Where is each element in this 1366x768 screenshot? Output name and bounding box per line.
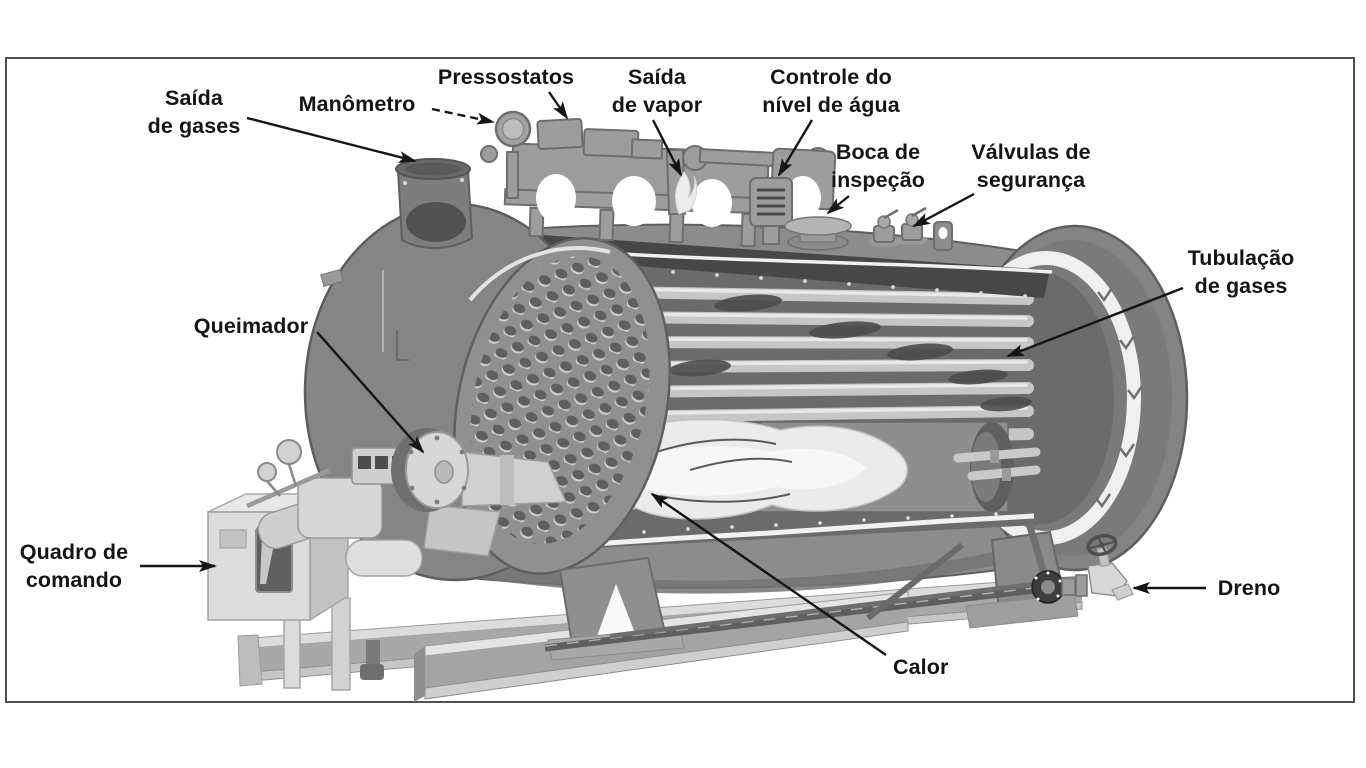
drain-handwheel xyxy=(1086,533,1118,557)
drain-valve xyxy=(1086,533,1134,601)
burner-blower xyxy=(297,477,383,539)
label-boca-de-inspecao: Boca de inspeção xyxy=(830,140,926,192)
arrow-tubulacao-gases xyxy=(1006,286,1184,358)
label-manometro: Manômetro xyxy=(298,92,416,116)
arrow-controle-nivel xyxy=(777,119,814,177)
label-controle-do-nivel-de-agua: Controle do nível de água xyxy=(762,65,900,117)
label-saida-de-gases: Saída de gases xyxy=(147,86,241,138)
top-fittings xyxy=(480,110,953,251)
manometer-gauge xyxy=(480,110,532,199)
chimney xyxy=(395,158,474,249)
label-calor: Calor xyxy=(893,655,949,679)
arrow-calor xyxy=(650,492,887,656)
figure-border xyxy=(5,57,1355,703)
label-saida-de-vapor: Saída de vapor xyxy=(611,65,703,117)
arrow-boca-inspecao xyxy=(826,195,850,215)
pressostat-box xyxy=(536,118,584,150)
safety-valves xyxy=(868,206,928,247)
drain-piping xyxy=(360,533,1134,680)
arrow-manometro xyxy=(431,107,495,125)
arrow-queimador xyxy=(316,331,425,454)
shell-bottom-cut-edge xyxy=(593,512,1035,547)
label-tubulacao-de-gases: Tubulação de gases xyxy=(1187,246,1295,298)
fire-tubes xyxy=(594,286,1034,448)
label-valvulas-de-seguranca: Válvulas de segurança xyxy=(971,140,1091,192)
arrow-pressostatos xyxy=(548,91,569,120)
label-pressostatos: Pressostatos xyxy=(437,65,575,89)
steam-wisp xyxy=(674,171,698,215)
label-quadro-de-comando: Quadro de comando xyxy=(19,540,129,592)
manhole-flange xyxy=(784,216,852,251)
burner-gauges xyxy=(257,439,302,497)
lifting-lug xyxy=(933,221,953,251)
arrow-valvulas-seguranca xyxy=(912,192,975,228)
arrow-saida-de-gases xyxy=(246,116,417,163)
label-queimador: Queimador xyxy=(193,314,309,338)
leader-arrows xyxy=(140,91,1206,656)
panel-vent xyxy=(219,529,247,549)
tube-stubs xyxy=(953,447,1041,481)
label-dreno: Dreno xyxy=(1217,576,1281,600)
tube-baffles xyxy=(669,294,1032,412)
arrow-saida-de-vapor xyxy=(651,119,683,177)
water-level-control xyxy=(749,177,793,245)
